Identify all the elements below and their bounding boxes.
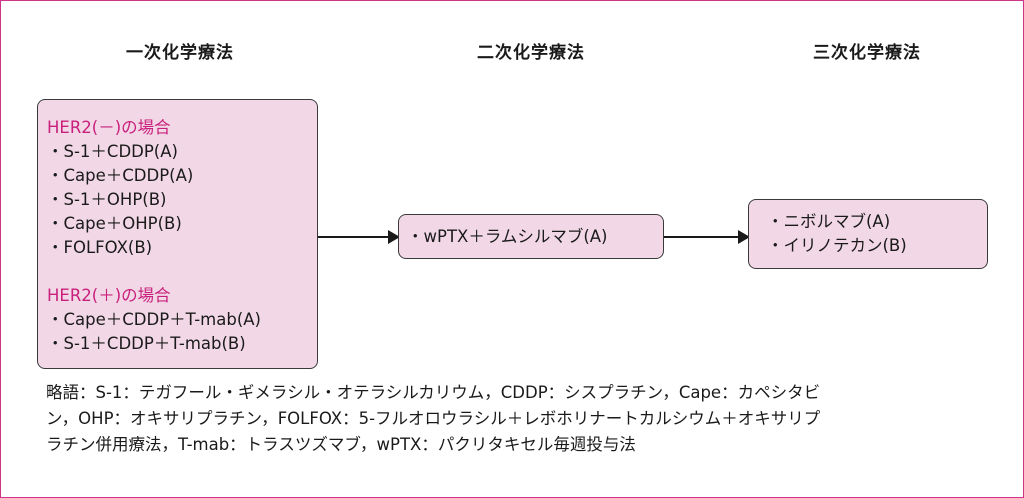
stage-title-third: 三次化学療法 [813, 43, 921, 63]
her2-negative-heading: HER2(－)の場合 [47, 118, 171, 137]
her2-positive-heading: HER2(＋)の場合 [47, 286, 171, 305]
list-item: S-1＋CDDP(A) [47, 140, 317, 164]
abbreviation-line: ラチン併用療法，T-mab：トラスツズマブ，wPTX：パクリタキセル毎週投与法 [46, 435, 636, 454]
list-item: Cape＋CDDP＋T-mab(A) [47, 308, 317, 332]
abbreviation-line: 略語：S-1：テガフール・ギメラシル・オテラシルカリウム，CDDP：シスプラチン… [46, 383, 821, 402]
list-item: イリノテカン(B) [767, 234, 987, 258]
list-item: Cape＋OHP(B) [47, 212, 317, 236]
third-line-box: ニボルマブ(A) イリノテカン(B) [748, 199, 988, 269]
abbreviation-line: ン，OHP：オキサリプラチン，FOLFOX：5-フルオロウラシル＋レボホリナート… [46, 409, 821, 428]
list-item: S-1＋OHP(B) [47, 188, 317, 212]
stage-title-second: 二次化学療法 [477, 43, 585, 63]
list-item: ニボルマブ(A) [767, 210, 987, 234]
arrow-first-to-second [318, 230, 400, 244]
list-item: wPTX＋ラムシルマブ(A) [407, 225, 663, 249]
abbreviation-note: 略語：S-1：テガフール・ギメラシル・オテラシルカリウム，CDDP：シスプラチン… [46, 380, 996, 458]
arrow-second-to-third [664, 230, 750, 244]
stage-title-first: 一次化学療法 [126, 43, 234, 63]
list-item: S-1＋CDDP＋T-mab(B) [47, 332, 317, 356]
list-item: FOLFOX(B) [47, 236, 317, 260]
list-item: Cape＋CDDP(A) [47, 164, 317, 188]
second-line-box: wPTX＋ラムシルマブ(A) [398, 214, 664, 259]
first-line-box: HER2(－)の場合 S-1＋CDDP(A) Cape＋CDDP(A) S-1＋… [37, 99, 318, 369]
